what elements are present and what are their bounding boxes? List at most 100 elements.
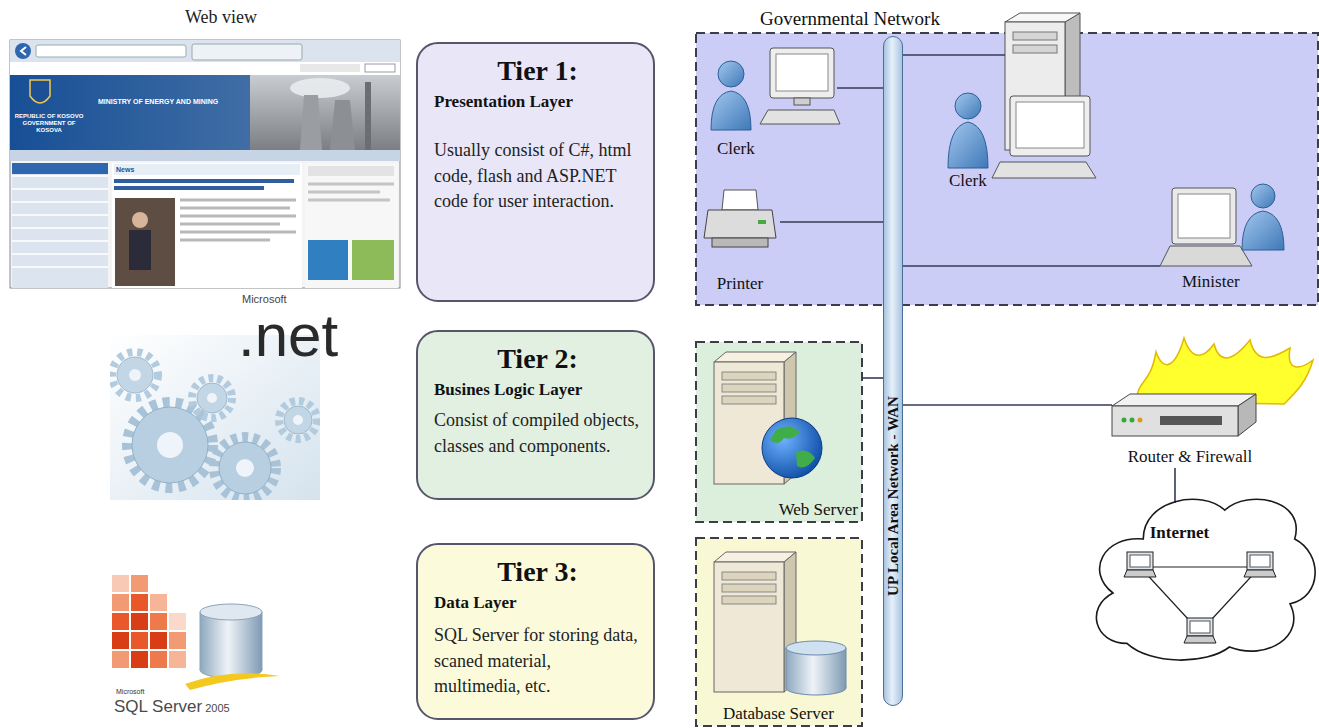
- internet-hosts: [1247, 552, 1273, 570]
- router-firewall: Router & Firewall: [1105, 335, 1275, 468]
- sql-server-logo: [200, 612, 262, 670]
- tier-title: Tier 3:: [434, 555, 641, 589]
- router-icon: [1238, 394, 1256, 436]
- gears-illustration: [197, 383, 227, 413]
- network-link: [780, 221, 883, 223]
- clerk-station: Clerk: [705, 42, 837, 160]
- printer-icon: [758, 220, 766, 224]
- laptop-computer: [1172, 188, 1236, 244]
- website-screenshot: [180, 200, 296, 240]
- sql-server-logo: [131, 575, 148, 592]
- gears-illustration: [127, 402, 213, 488]
- sql-server-logo: [131, 651, 148, 668]
- cloud-label: Internet: [1085, 523, 1274, 543]
- layer-name: Presentation Layer: [434, 92, 641, 112]
- gears-illustration: [207, 393, 217, 403]
- gears-illustration: [219, 442, 271, 494]
- tier-box: Tier 2:Busines Logic LayerConsist of com…: [416, 330, 655, 500]
- web-server-icon: [714, 352, 822, 484]
- sql-server-logo: [150, 594, 167, 611]
- tier-title: Tier 1:: [434, 54, 641, 88]
- laptop-computer: [1160, 246, 1252, 266]
- layer-description: Usually consist of C#, html code, flash …: [434, 138, 641, 215]
- network-title: Governmental Network: [760, 8, 940, 30]
- logo-vendor: Microsoft: [116, 688, 144, 695]
- website-screenshot: [305, 163, 398, 288]
- website-screenshot: [112, 163, 302, 288]
- sql-server-logo: [150, 613, 167, 630]
- desktop-computer: [776, 54, 828, 91]
- label-anchor: SQL Server: [114, 697, 202, 717]
- printer-icon: [704, 210, 776, 238]
- website-screenshot: [15, 43, 31, 59]
- web-server-icon: [722, 372, 776, 380]
- sql-server-logo: [150, 632, 167, 649]
- website-screenshot: [10, 40, 400, 288]
- gears-illustration: [192, 378, 232, 418]
- label-anchor: MINISTRY OF ENERGY AND MINING: [98, 98, 218, 105]
- device-label: Database Server: [723, 704, 834, 723]
- router-icon: [1112, 394, 1256, 406]
- network-link: [903, 265, 1160, 267]
- web-server-icon: [722, 384, 776, 392]
- website-screenshot: [308, 166, 394, 176]
- device-label: Clerk: [949, 171, 987, 190]
- clerk-icon: [955, 93, 981, 119]
- website-screenshot: [36, 45, 186, 57]
- sql-server-logo: [131, 613, 148, 630]
- website-screenshot: [10, 75, 400, 150]
- server-zone: Web Server: [695, 342, 862, 522]
- database-server-icon: [722, 596, 776, 604]
- internet-hosts: [1130, 555, 1150, 567]
- web-server-icon: [770, 426, 800, 443]
- gears-illustration: [214, 437, 276, 499]
- layer-name: Data Layer: [434, 593, 641, 613]
- network-link: [837, 87, 883, 89]
- internet-hosts: [1127, 552, 1153, 570]
- database-server-icon: [722, 572, 776, 580]
- website-screenshot: [114, 179, 294, 183]
- laptop-computer: [1178, 194, 1230, 238]
- label-anchor: REPUBLIC OF KOSOVO GOVERNMENT OF KOSOVA: [13, 113, 85, 135]
- desktop-computer: [794, 98, 810, 105]
- internet-hosts: [1250, 555, 1270, 567]
- website-screenshot: [21, 47, 26, 55]
- sql-server-logo: [112, 594, 129, 611]
- web-server-icon: [722, 396, 776, 404]
- website-screenshot: [30, 80, 50, 103]
- desktop-computer: [1013, 45, 1057, 53]
- desktop-computer: [1013, 32, 1057, 40]
- gears-illustration: [132, 407, 208, 483]
- sql-server-logo: [131, 632, 148, 649]
- desktop-computer: [760, 48, 840, 124]
- gears-illustration: [236, 459, 254, 477]
- internet-hosts: [1124, 570, 1156, 577]
- network-link: [903, 404, 1112, 406]
- sql-logo-text: SQL Server: [114, 697, 202, 717]
- sql-server-logo: [112, 651, 129, 668]
- website-screenshot: [10, 62, 400, 75]
- printer-icon: [712, 238, 768, 247]
- laptop-computer: [1160, 188, 1252, 266]
- web-server-icon: [762, 418, 822, 478]
- website-screenshot: [12, 176, 108, 267]
- sql-server-logo: [150, 651, 167, 668]
- website-screenshot: [365, 82, 371, 150]
- router-icon: [1112, 406, 1238, 436]
- internet-cloud: Internet: [1085, 485, 1318, 665]
- web-server-icon: [714, 352, 796, 362]
- label-anchor: .net: [238, 306, 338, 366]
- website-screenshot: [250, 75, 400, 150]
- device-label: Web Server: [779, 500, 858, 519]
- website-screenshot: [308, 240, 348, 280]
- sql-server-logo: [200, 612, 262, 670]
- gears-illustration: [284, 406, 312, 434]
- clerk-icon: [948, 122, 988, 168]
- sql-server-logo: [185, 673, 280, 690]
- network-link: [903, 54, 1005, 56]
- network-region: Governmental NetworkClerkClerkPrinterMin…: [695, 5, 1319, 306]
- internet-hosts: [1140, 567, 1260, 632]
- device-label: Clerk: [717, 139, 755, 158]
